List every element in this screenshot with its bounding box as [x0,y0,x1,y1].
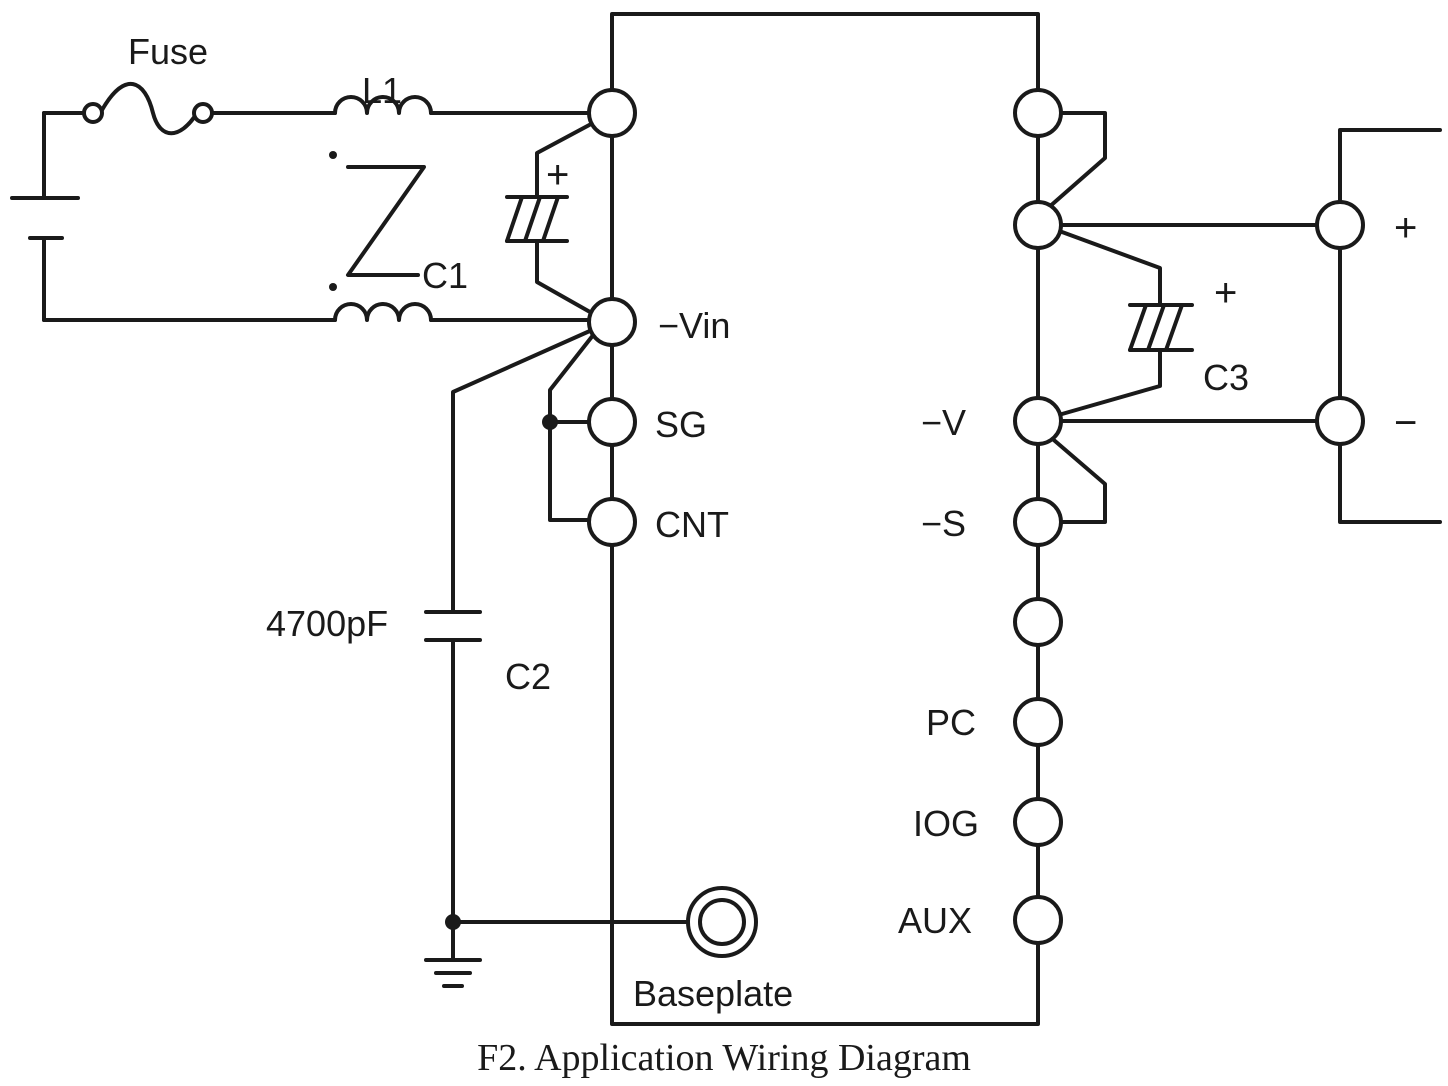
pin-cnt [587,497,637,547]
pin-aux [1013,895,1063,945]
pin-unlabeled [1013,597,1063,647]
fuse-label: Fuse [128,31,208,72]
pin-s-neg [1013,497,1063,547]
c2-capacitor [424,610,482,962]
pin-vin-pos [587,88,637,138]
c1-symbol [346,165,426,277]
load-minus-label: − [1394,401,1417,445]
input-cap-plus-label: + [546,153,569,197]
inductor-dot-top [329,151,337,159]
c3-label: C3 [1203,357,1249,398]
fuse-symbol [100,81,199,135]
vin-neg-wiring [451,328,596,614]
fuse-terminal-left [82,102,104,124]
input-pins [587,88,637,547]
l1-label: L1 [362,70,402,111]
pin-pc [1013,697,1063,747]
pin-sg [587,397,637,447]
iog-label: IOG [913,803,979,844]
sg-label: SG [655,404,707,445]
input-positive-line [42,81,591,135]
input-electrolytic-capacitor [505,121,595,314]
junction-ground [445,914,461,930]
pin-iog [1013,797,1063,847]
baseplate-wire [445,914,688,930]
c2-value-label: 4700pF [266,603,388,644]
c3-capacitor [1128,303,1194,352]
load-box [1315,128,1442,524]
c2-label: C2 [505,656,551,697]
c3-plus-label: + [1214,271,1237,315]
pin-vin-neg [587,297,637,347]
baseplate-terminal [686,886,758,958]
load-pin-plus [1315,200,1365,250]
cnt-label: CNT [655,504,729,545]
baseplate-label: Baseplate [633,973,793,1014]
pc-label: PC [926,702,976,743]
battery-symbol [10,111,80,322]
output-pins [1013,88,1063,945]
junction-sg [542,414,558,430]
s-neg-label: −S [921,503,966,544]
inductor-dot-bottom [329,283,337,291]
inductor-l1-top [333,95,433,115]
load-plus-label: + [1394,206,1417,250]
ground-symbol [424,958,482,988]
inductor-l1-bottom [333,302,433,322]
output-wiring [1046,111,1320,524]
pin-out-1 [1013,88,1063,138]
pin-v-pos [1013,200,1063,250]
input-negative-line [42,151,591,322]
v-neg-label: −V [921,402,966,443]
c1-label: C1 [422,255,468,296]
aux-label: AUX [898,900,972,941]
figure-caption: F2. Application Wiring Diagram [477,1037,971,1079]
pin-v-neg [1013,396,1063,446]
vin-neg-label: −Vin [658,305,730,346]
load-pin-minus [1315,396,1365,446]
fuse-terminal-right [192,102,214,124]
